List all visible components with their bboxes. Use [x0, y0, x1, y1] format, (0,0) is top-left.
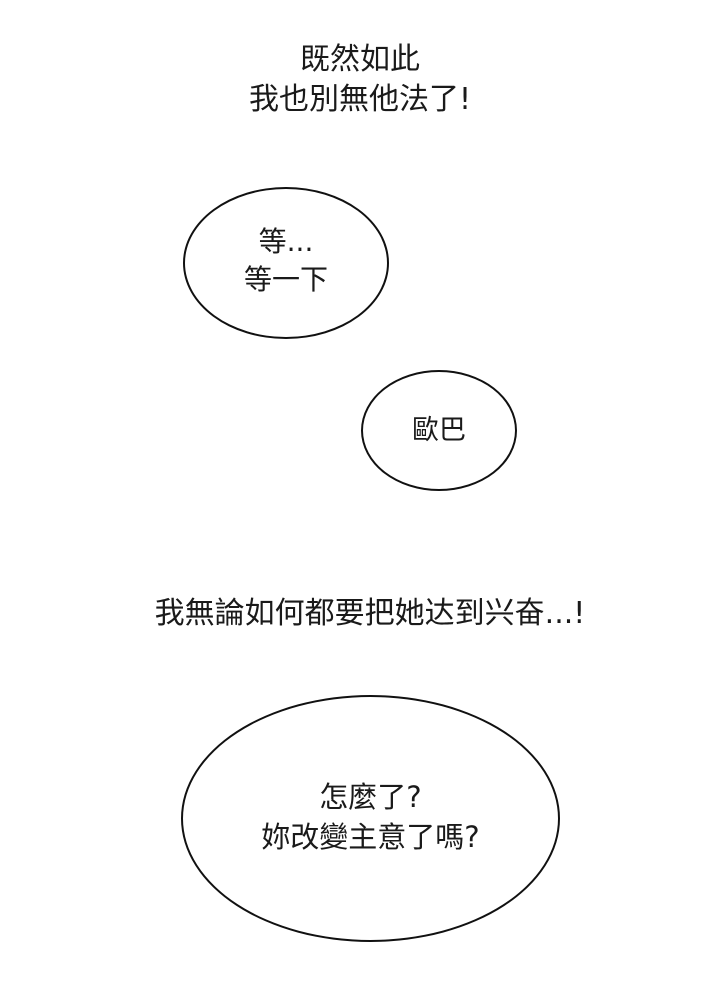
- narration-caption-middle: 我無論如何都要把她达到兴奋...!: [100, 594, 640, 634]
- speech-bubble-text: 歐巴: [412, 413, 466, 449]
- dialogue-line: 歐巴: [412, 414, 466, 446]
- speech-bubble-text: 等... 等一下: [244, 223, 328, 299]
- narration-caption-top: 既然如此 我也別無他法了!: [160, 40, 560, 120]
- dialogue-line: 等一下: [243, 263, 328, 296]
- narration-line: 我也別無他法了!: [248, 82, 472, 117]
- dialogue-line: 妳改變主意了嗎?: [261, 819, 480, 854]
- dialogue-line: 等...: [258, 225, 314, 258]
- narration-line: 既然如此: [300, 42, 420, 77]
- narration-line: 我無論如何都要把她达到兴奋...!: [154, 596, 586, 631]
- dialogue-line: 怎麼了?: [319, 779, 422, 814]
- speech-bubble-oppa: 歐巴: [361, 370, 517, 491]
- speech-bubble-wait: 等... 等一下: [183, 187, 389, 339]
- speech-bubble-text: 怎麼了? 妳改變主意了嗎?: [261, 777, 479, 857]
- speech-bubble-question: 怎麼了? 妳改變主意了嗎?: [181, 695, 560, 942]
